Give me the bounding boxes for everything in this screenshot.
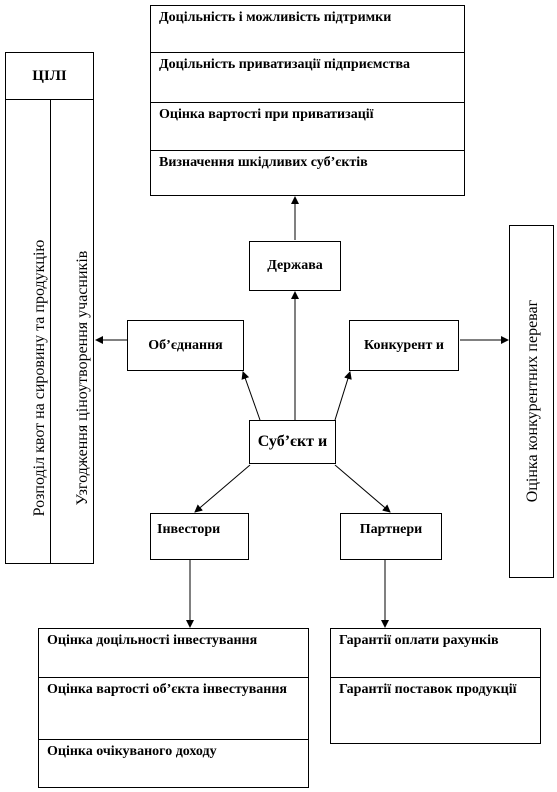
quota-distribution-label: Розподіл квот на сировину та продукцію [31, 239, 48, 517]
investor-goal-item: Оцінка доцільності інвестування [47, 633, 258, 648]
competitive-advantages-panel: Оцінка конкурентних переваг [509, 225, 554, 578]
investor-goal-item: Оцінка вартості об’єкта інвестування [39, 677, 308, 739]
arrow-subjects-to-partners [334, 464, 391, 513]
arrow-subjects-to-association [241, 371, 261, 421]
investor-goal-item: Оцінка очікуваного доходу [39, 739, 308, 788]
arrow-subjects-to-competitors [334, 371, 352, 421]
partner-goal-item: Гарантії оплати рахунків [339, 633, 499, 648]
competitive-advantages-label: Оцінка конкурентних переваг [524, 299, 541, 503]
node-investors-label: Інвестори [157, 522, 221, 537]
partner-goal-item: Гарантії поставок продукції [331, 677, 540, 744]
state-goal-item: Оцінка вартості при приватизації [151, 102, 464, 150]
goals-panel-title: ЦІЛІ [6, 53, 93, 100]
state-goal-item: Доцільність і можливість підтримки [159, 10, 392, 25]
node-investors: Інвестори [150, 513, 249, 560]
arrow-subjects-to-investors [194, 464, 251, 513]
partner-goals-box: Гарантії оплати рахунків Гарантії постав… [330, 628, 541, 744]
goals-panel-divider [50, 99, 51, 563]
state-goal-item: Доцільність приватизації підприємства [151, 52, 464, 102]
node-state: Держава [249, 241, 341, 291]
node-partners: Партнери [340, 513, 442, 560]
state-goals-box: Доцільність і можливість підтримки Доціл… [150, 5, 465, 196]
investor-goals-box: Оцінка доцільності інвестування Оцінка в… [38, 628, 309, 788]
pricing-coordination-label: Узгодження ціноутворення учасників [74, 250, 91, 506]
node-association: Об’єднання [127, 320, 244, 371]
node-subjects: Суб’єкт и [249, 420, 336, 464]
state-goal-item: Визначення шкідливих суб’єктів [151, 150, 464, 196]
node-competitors: Конкурент и [349, 320, 459, 371]
goals-panel: ЦІЛІ Розподіл квот на сировину та продук… [5, 52, 94, 564]
